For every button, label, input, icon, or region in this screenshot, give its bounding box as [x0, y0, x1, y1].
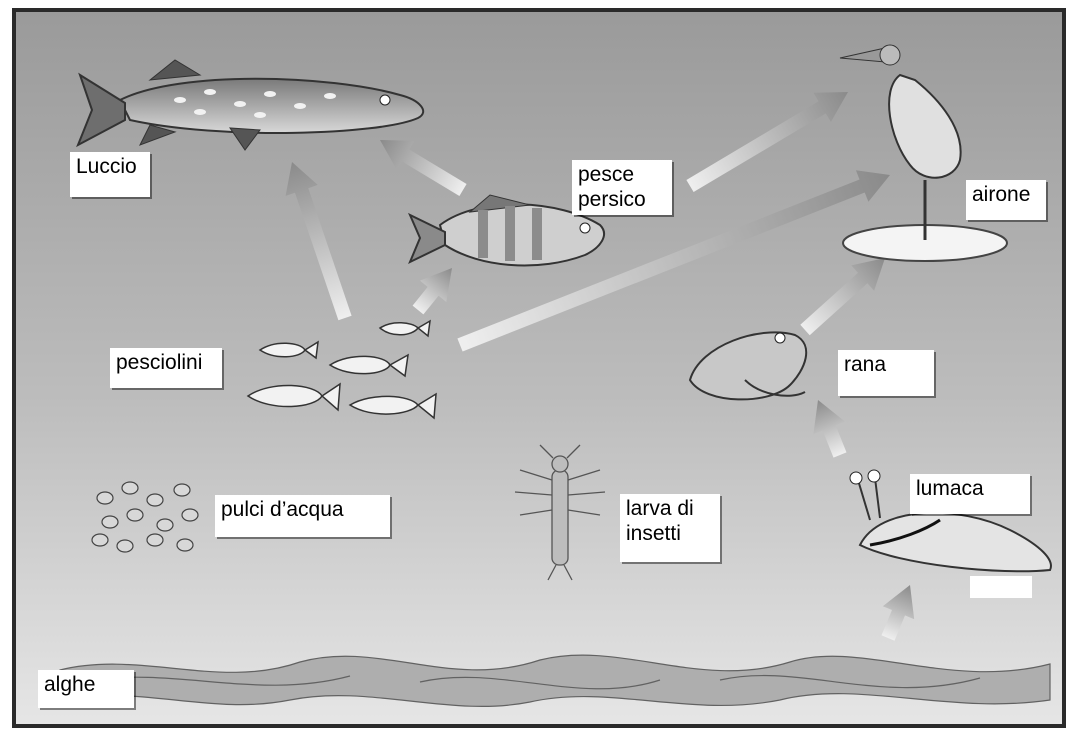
blank-label-box: [970, 576, 1032, 598]
label-pesciolini: pesciolini: [110, 348, 222, 388]
label-airone: airone: [966, 180, 1046, 220]
label-pulci-acqua: pulci d’acqua: [215, 495, 390, 537]
label-luccio: Luccio: [70, 152, 150, 197]
label-lumaca: lumaca: [910, 474, 1030, 514]
label-pesce-persico: pesce persico: [572, 160, 672, 215]
label-larva-di-insetti: larva di insetti: [620, 494, 720, 562]
label-alghe: alghe: [38, 670, 134, 708]
label-rana: rana: [838, 350, 934, 396]
